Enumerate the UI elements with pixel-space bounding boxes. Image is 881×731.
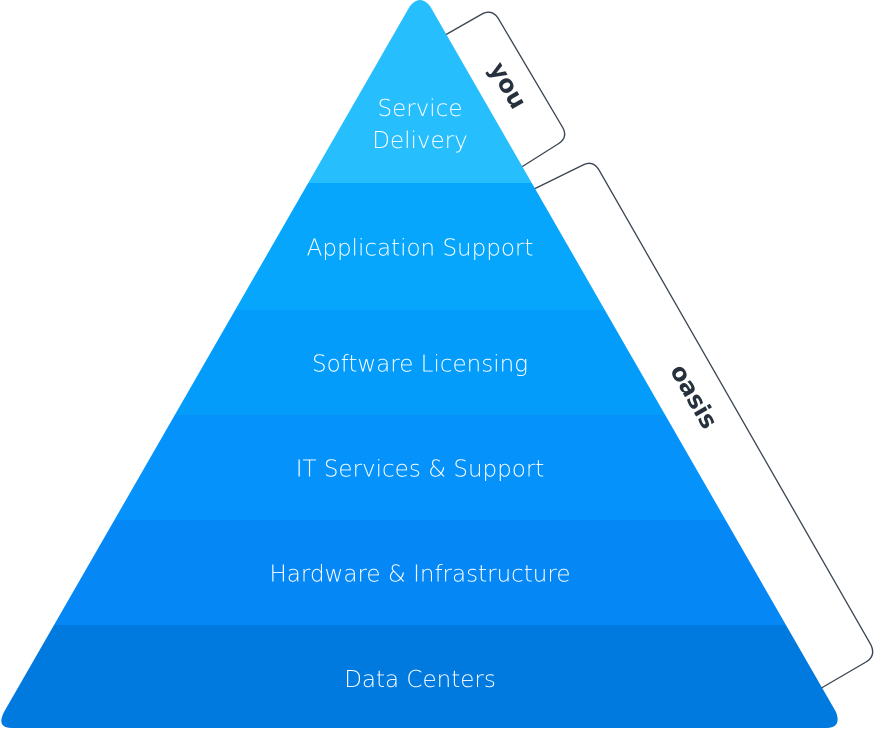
layer-label: Data Centers bbox=[344, 667, 496, 693]
you-bracket bbox=[439, 11, 566, 169]
layer-label: Software Licensing bbox=[312, 352, 528, 378]
layer-label: Delivery bbox=[372, 128, 467, 154]
layer-label: Service bbox=[377, 96, 462, 122]
layer-label: Hardware & Infrastructure bbox=[270, 562, 571, 588]
oasis-bracket bbox=[527, 162, 874, 691]
layer-label: IT Services & Support bbox=[296, 457, 545, 483]
pyramid-layer bbox=[1, 625, 838, 728]
layer-label: Application Support bbox=[307, 236, 534, 262]
pyramid-layer bbox=[1, 520, 838, 625]
pyramid-layer bbox=[1, 0, 838, 183]
